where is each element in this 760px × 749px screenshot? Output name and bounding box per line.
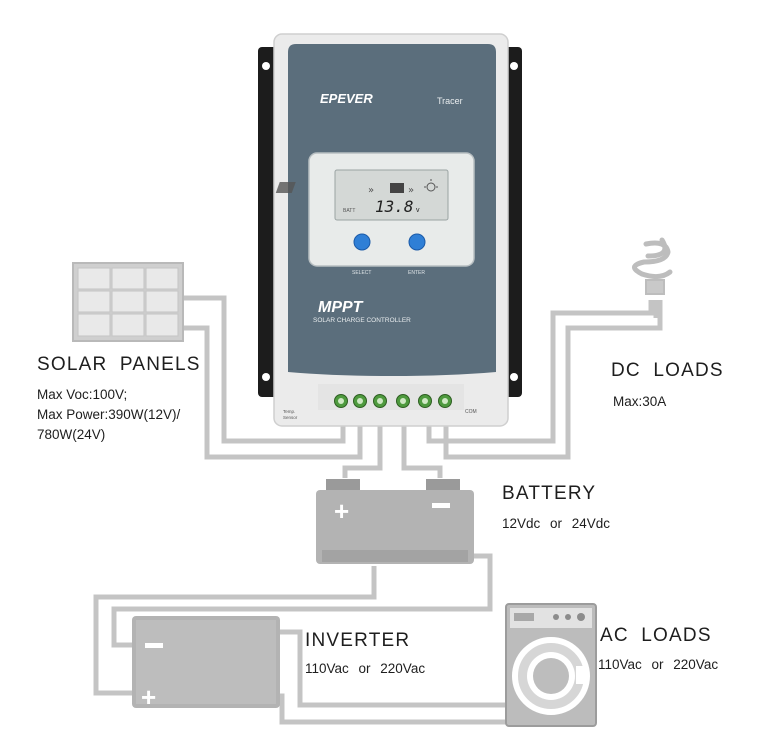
enter-label: ENTER [408, 270, 425, 276]
mount-hole [262, 62, 270, 70]
ac-wire-1 [276, 693, 506, 725]
lcd-arrows: » [408, 185, 414, 196]
lcd-panel-icon [275, 182, 296, 193]
brand-logo: EPEVER [320, 91, 373, 106]
wires [93, 295, 663, 725]
mount-hole [510, 62, 518, 70]
washing-machine-icon [505, 603, 597, 727]
model-label: Tracer [437, 96, 463, 106]
select-button[interactable] [353, 233, 371, 251]
solar-panels-voc: Max Voc:100V; [37, 387, 128, 402]
inverter-title: INVERTER [305, 630, 411, 651]
lcd-bulb-icon [424, 179, 438, 192]
battery-minus [432, 503, 450, 508]
dc-loads-current: Max:30A [613, 394, 667, 409]
mppt-label: MPPT [318, 299, 364, 316]
lcd-unit: v [416, 207, 420, 214]
lcd-arrows: » [368, 185, 374, 196]
solar-panel [72, 262, 184, 342]
battery-wire-1 [342, 402, 383, 478]
inverter-wire-2 [111, 553, 493, 648]
lcd-batt-label: BATT [343, 208, 355, 214]
inverter-plus: + [141, 682, 156, 712]
terminal-screw [353, 394, 367, 408]
controller-subtitle: SOLAR CHARGE CONTROLLER [313, 317, 411, 324]
ac-wire-2 [276, 629, 506, 708]
lcd-voltage: 13.8 [375, 197, 414, 216]
solar-panels-power: Max Power:390W(12V)/ [37, 407, 181, 422]
com-label: COM [465, 409, 477, 415]
charge-controller: » » BATT 13.8 v SELECT ENTER EPEVER Trac… [258, 33, 522, 427]
ac-loads-title: AC LOADS [600, 625, 712, 646]
dc-load-wire-1 [426, 300, 654, 444]
battery-icon: + [316, 479, 474, 564]
terminal-screw [396, 394, 410, 408]
battery-voltage: 12Vdc or 24Vdc [502, 516, 611, 531]
enter-button[interactable] [408, 233, 426, 251]
temp-sensor-label: Sensor [283, 415, 298, 420]
mount-hole [262, 373, 270, 381]
battery-title: BATTERY [502, 483, 597, 504]
inverter-icon: + [132, 616, 280, 712]
solar-wire-2 [182, 325, 363, 460]
inverter-minus [145, 643, 163, 648]
ac-loads-voltage: 110Vac or 220Vac [598, 657, 719, 672]
dc-load-wire-2 [443, 300, 663, 460]
solar-wire-1 [182, 295, 346, 444]
temp-sensor-label: Temp. [283, 409, 295, 414]
mount-hole [510, 373, 518, 381]
inverter-wire-1 [93, 566, 377, 696]
solar-panels-power-24v: 780W(24V) [37, 427, 106, 442]
terminal-screw [418, 394, 432, 408]
terminal-screw [438, 394, 452, 408]
inverter-voltage: 110Vac or 220Vac [305, 661, 426, 676]
battery-wire-2 [401, 402, 443, 478]
dc-loads-title: DC LOADS [611, 360, 724, 381]
solar-panels-title: SOLAR PANELS [37, 354, 201, 375]
battery-plus: + [334, 496, 349, 526]
terminal-screw [334, 394, 348, 408]
bulb-icon [632, 237, 673, 295]
select-label: SELECT [352, 270, 371, 276]
terminal-screw [373, 394, 387, 408]
terminals [334, 394, 452, 408]
lcd-battery-icon [390, 183, 404, 193]
